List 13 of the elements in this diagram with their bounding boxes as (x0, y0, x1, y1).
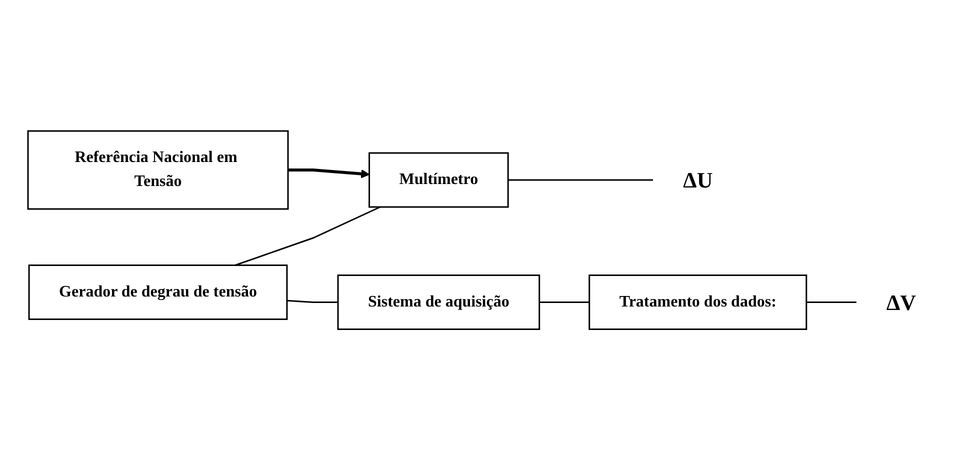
connector (806, 301, 856, 303)
node-text: ΔV (886, 289, 916, 314)
node-box: Sistema de aquisição (337, 274, 540, 330)
connector (286, 299, 338, 303)
connector (508, 178, 653, 180)
node-box: Tratamento dos dados: (588, 274, 808, 330)
connector (234, 206, 380, 266)
node-box: Referência Nacional em Tensão (27, 130, 289, 210)
node-box: Gerador de degrau de tensão (28, 264, 288, 320)
connector (539, 301, 590, 303)
node-box: Multímetro (368, 152, 509, 208)
arrow (288, 168, 370, 178)
node-text: ΔU (682, 167, 713, 192)
